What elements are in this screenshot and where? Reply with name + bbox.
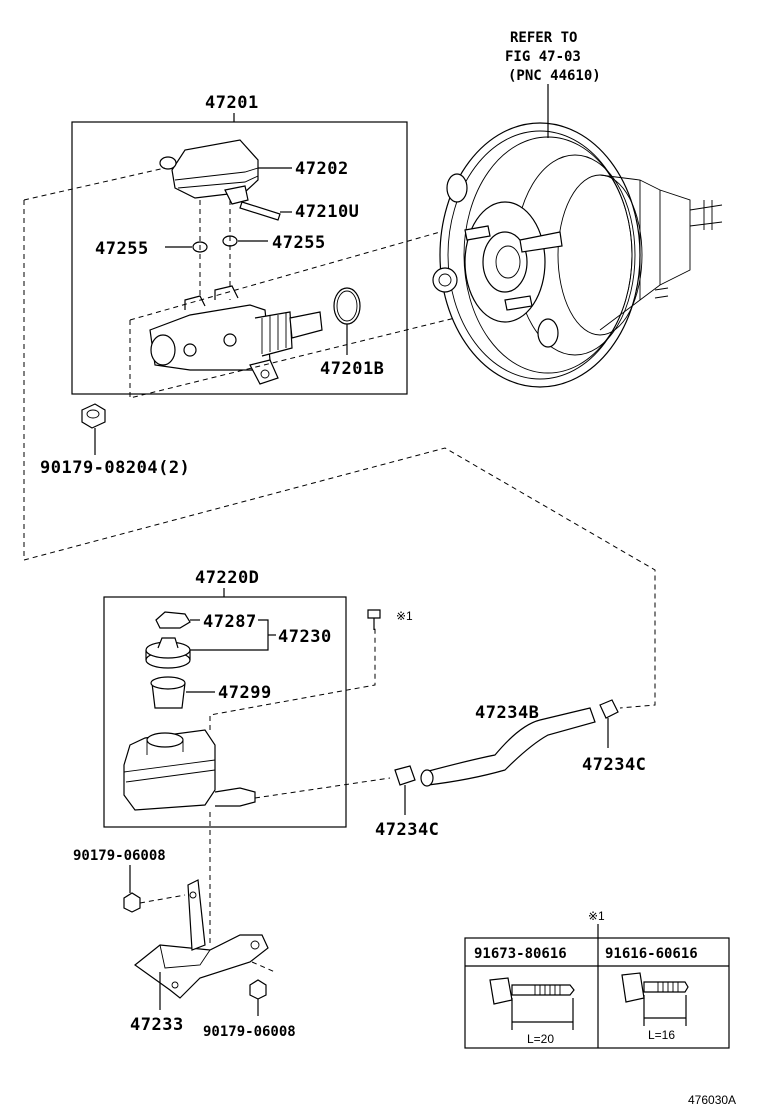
- label-90179-08204: 90179-08204(2): [40, 458, 190, 478]
- nut-90179-06008-bottom: [249, 979, 267, 1000]
- master-cylinder-body: [149, 285, 323, 385]
- label-47201B: 47201B: [320, 359, 384, 379]
- label-47234C-mid: 47234C: [375, 820, 439, 840]
- master-cylinder-box: [71, 121, 408, 395]
- nut-90179-06008-top: [123, 892, 141, 913]
- bolt-note-1: [367, 609, 381, 630]
- strainer-47299: [150, 676, 186, 709]
- label-47287: 47287: [203, 612, 257, 632]
- label-47255-right: 47255: [272, 233, 326, 253]
- label-47234C-right: 47234C: [582, 755, 646, 775]
- cap-47230: [145, 637, 191, 669]
- bracket-47233: [134, 879, 269, 999]
- table-col2-length: L=16: [648, 1028, 675, 1042]
- note-mark-bolt: ※1: [396, 609, 413, 623]
- hose-47234B: [424, 707, 596, 786]
- clamp-47234C-right: [599, 699, 619, 719]
- label-47230: 47230: [278, 627, 332, 647]
- refer-line-2: FIG 47-03: [505, 49, 581, 65]
- label-47234B: 47234B: [475, 703, 539, 723]
- table-col1-length: L=20: [527, 1032, 554, 1046]
- label-47210U: 47210U: [295, 202, 359, 222]
- label-47255-left: 47255: [95, 239, 149, 259]
- figure-id: 476030A: [688, 1093, 736, 1107]
- nut-90179-08204: [81, 403, 106, 429]
- table-col2-header: 91616-60616: [605, 946, 698, 962]
- label-47299: 47299: [218, 683, 272, 703]
- label-90179-06008-bottom: 90179-06008: [203, 1024, 296, 1040]
- bolt-table: ※1 91673-80616 91616-60616 L=20 L=16: [464, 909, 730, 1049]
- label-47202: 47202: [295, 159, 349, 179]
- brake-booster: [432, 122, 723, 388]
- reservoir-tank: [123, 729, 256, 811]
- o-ring-47201B: [333, 287, 361, 325]
- label-47220D: 47220D: [195, 568, 259, 588]
- refer-line-1: REFER TO: [510, 30, 577, 46]
- table-note-mark: ※1: [588, 909, 605, 923]
- label-90179-06008-top: 90179-06008: [73, 848, 166, 864]
- pin-47210U: [239, 201, 281, 221]
- gasket-47287: [155, 611, 191, 629]
- label-47201: 47201: [205, 93, 259, 113]
- clamp-47234C-mid: [394, 765, 416, 786]
- refer-line-3: (PNC 44610): [508, 68, 601, 84]
- reservoir-47202: [159, 139, 259, 205]
- reservoir-box: [103, 596, 347, 828]
- table-col1-header: 91673-80616: [474, 946, 567, 962]
- label-47233: 47233: [130, 1015, 184, 1035]
